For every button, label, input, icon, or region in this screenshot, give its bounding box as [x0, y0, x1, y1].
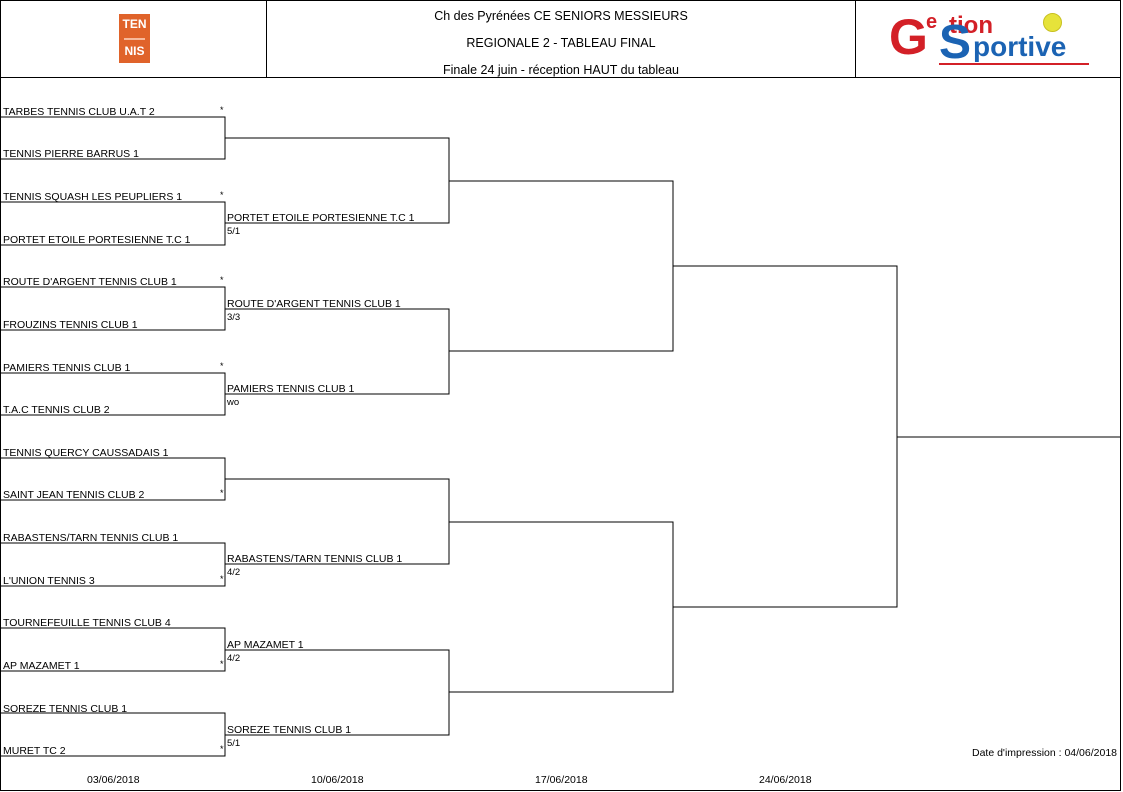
round-date: 17/06/2018 [535, 774, 588, 786]
match-score: 5/1 [227, 226, 241, 237]
print-date: Date d'impression : 04/06/2018 [972, 747, 1118, 759]
seed-marker: * [220, 744, 224, 754]
match-score: 3/3 [227, 312, 241, 323]
header-divider [266, 0, 267, 78]
round2-team: AP MAZAMET 1 [227, 639, 304, 651]
bracket-team: RABASTENS/TARN TENNIS CLUB 1 [3, 532, 179, 544]
bracket-team: SAINT JEAN TENNIS CLUB 2 [3, 489, 145, 501]
bracket-team: MURET TC 2 [3, 745, 66, 757]
bracket-team: L'UNION TENNIS 3 [3, 575, 95, 587]
round2-team: PAMIERS TENNIS CLUB 1 [227, 383, 355, 395]
bracket-frame [0, 78, 1121, 791]
bracket-team: TARBES TENNIS CLUB U.A.T 2 [3, 106, 155, 118]
bracket-team: SOREZE TENNIS CLUB 1 [3, 703, 128, 715]
bracket-team: TOURNEFEUILLE TENNIS CLUB 4 [3, 617, 171, 629]
seed-marker: * [220, 488, 224, 498]
match-score: 4/2 [227, 653, 241, 664]
seed-marker: * [220, 105, 224, 115]
round2-team: PORTET ETOILE PORTESIENNE T.C 1 [227, 212, 415, 224]
page-subtitle: REGIONALE 2 - TABLEAU FINAL [466, 36, 656, 50]
bracket-team: TENNIS PIERRE BARRUS 1 [3, 148, 139, 160]
tennis-ball-icon [1043, 13, 1062, 32]
bracket-team: ROUTE D'ARGENT TENNIS CLUB 1 [3, 276, 177, 288]
page-title: Ch des Pyrénées CE SENIORS MESSIEURS [434, 9, 688, 23]
page-note: Finale 24 juin - réception HAUT du table… [442, 63, 680, 77]
bracket-team: TENNIS SQUASH LES PEUPLIERS 1 [3, 191, 183, 203]
match-score: 5/1 [227, 738, 241, 749]
round2-team: ROUTE D'ARGENT TENNIS CLUB 1 [227, 298, 401, 310]
bracket-team: T.A.C TENNIS CLUB 2 [3, 404, 110, 416]
match-score: 4/2 [227, 567, 241, 578]
header-divider [855, 0, 856, 78]
round-date: 24/06/2018 [759, 774, 812, 786]
seed-marker: * [220, 361, 224, 371]
gestion-sportive-logo: G e tion S portive [889, 10, 1094, 68]
match-score: wo [227, 397, 240, 408]
round-date: 10/06/2018 [311, 774, 364, 786]
bracket-team: TENNIS QUERCY CAUSSADAIS 1 [3, 447, 169, 459]
header-box [0, 0, 1121, 78]
round2-team: RABASTENS/TARN TENNIS CLUB 1 [227, 553, 403, 565]
bracket-team: FROUZINS TENNIS CLUB 1 [3, 319, 138, 331]
round-date: 03/06/2018 [87, 774, 140, 786]
seed-marker: * [220, 574, 224, 584]
bracket-team: PAMIERS TENNIS CLUB 1 [3, 362, 131, 374]
round2-team: SOREZE TENNIS CLUB 1 [227, 724, 352, 736]
seed-marker: * [220, 659, 224, 669]
tennis-federation-logo: TEN NIS [119, 14, 150, 63]
seed-marker: * [220, 275, 224, 285]
bracket-team: AP MAZAMET 1 [3, 660, 80, 672]
bracket-team: PORTET ETOILE PORTESIENNE T.C 1 [3, 234, 191, 246]
seed-marker: * [220, 190, 224, 200]
